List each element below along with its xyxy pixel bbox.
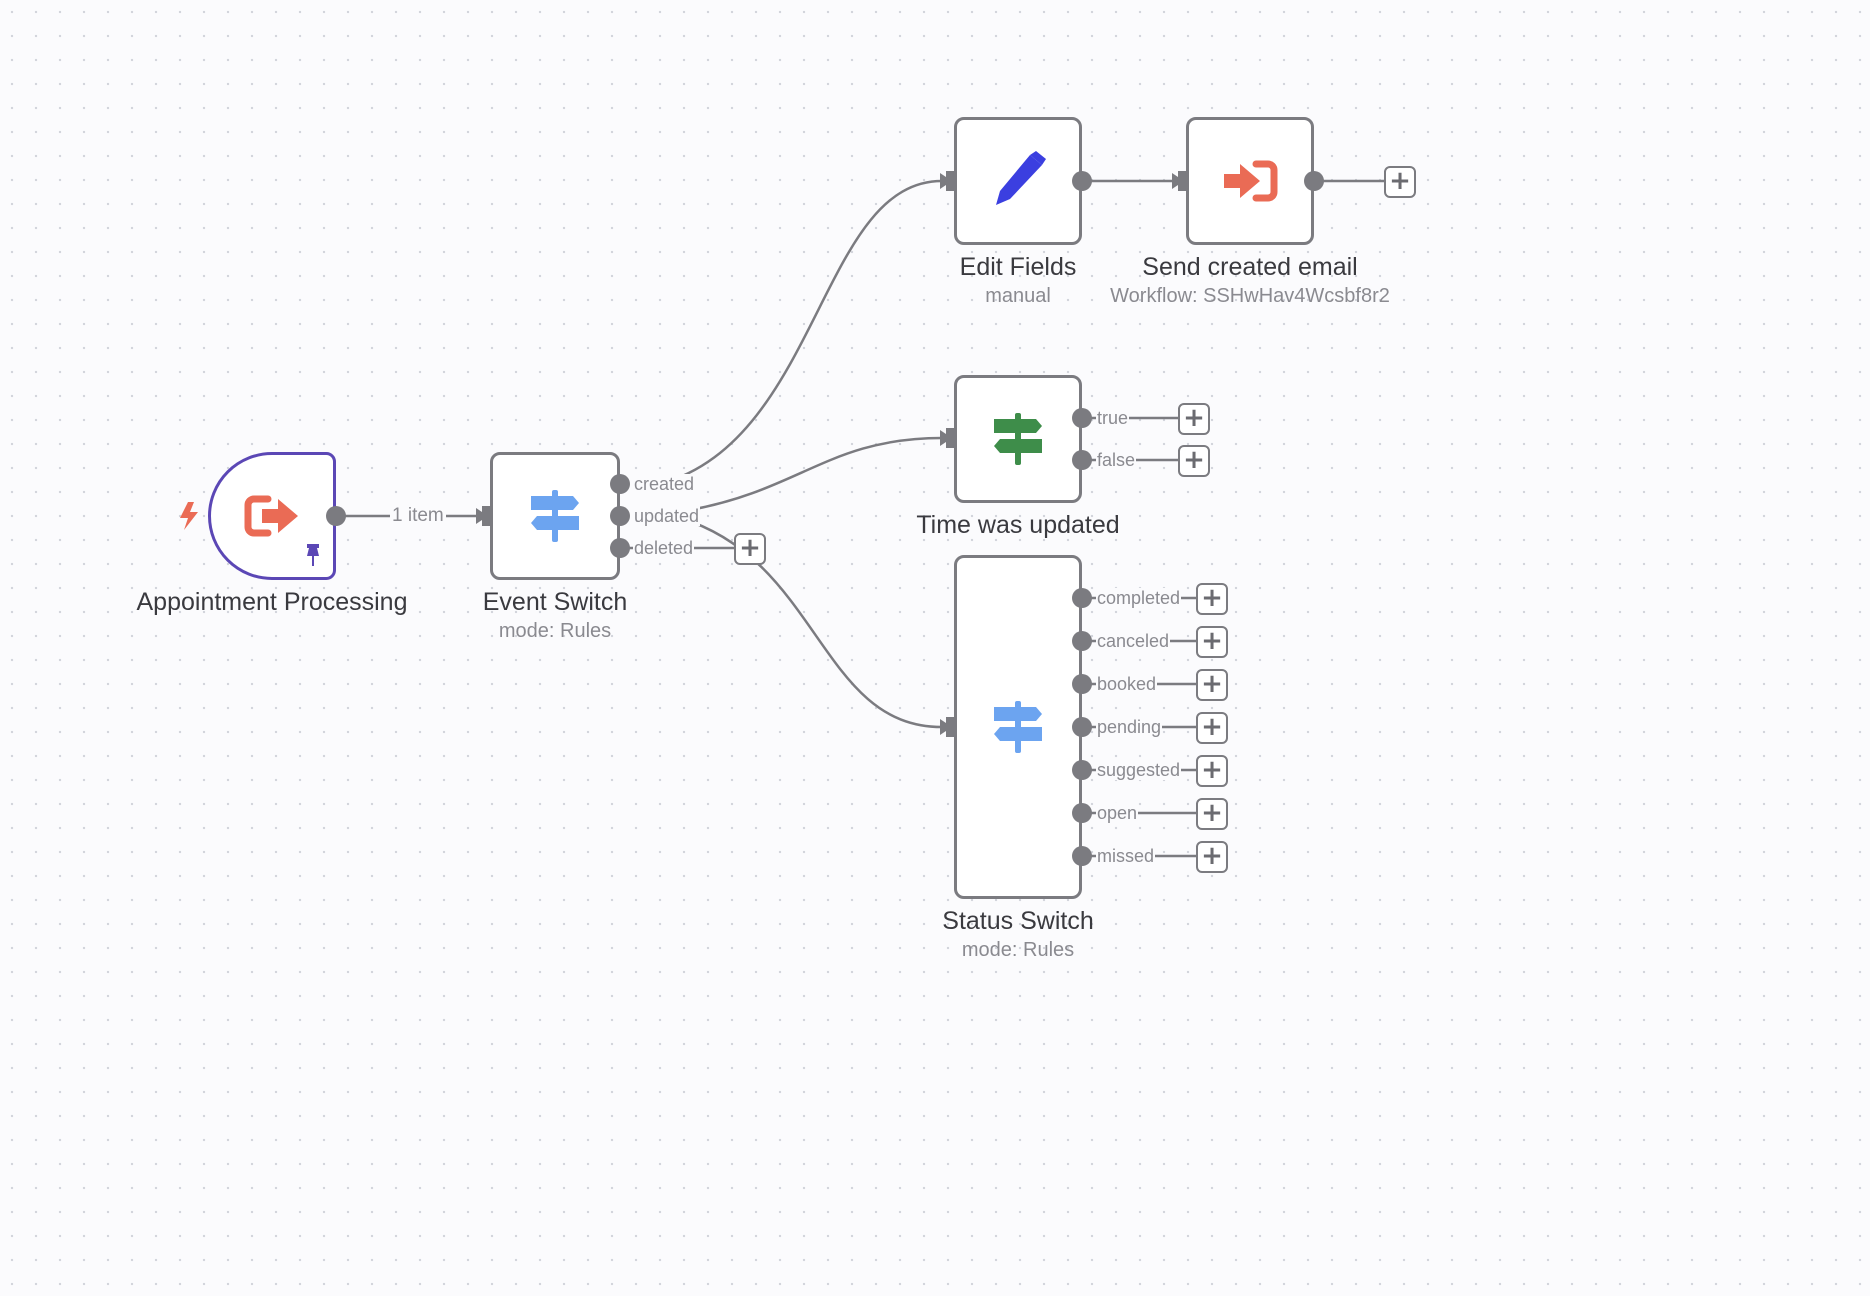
input-port[interactable] [482,506,494,526]
connection-updated-time [689,436,943,512]
output-label-booked: booked [1096,674,1158,694]
input-port[interactable] [1178,171,1190,191]
sign-out-icon [244,495,298,537]
connection-updated-status [679,516,943,729]
output-port-true[interactable] [1070,406,1094,430]
output-label-updated: updated [633,506,701,526]
lightning-icon [180,502,198,530]
signpost-icon [994,701,1042,753]
output-label-deleted: deleted [633,538,695,558]
node-edit-fields[interactable] [954,117,1082,245]
node-send-created-email[interactable] [1186,117,1314,245]
output-label-created: created [633,474,696,494]
output-port-deleted[interactable] [608,536,632,560]
add-node-button[interactable]: + [1178,403,1210,435]
output-label-completed: completed [1096,588,1182,608]
add-node-button[interactable]: + [1196,841,1228,873]
node-subtitle: manual [985,285,1051,307]
add-node-button[interactable]: + [1384,166,1416,198]
output-port-updated[interactable] [608,504,632,528]
input-port[interactable] [946,717,958,737]
output-label-pending: pending [1096,717,1163,737]
output-port-missed[interactable] [1070,844,1094,868]
output-port[interactable] [324,504,348,528]
output-port-false[interactable] [1070,448,1094,472]
output-label-true: true [1096,408,1130,428]
node-subtitle: mode: Rules [961,939,1075,961]
input-port[interactable] [946,171,958,191]
add-node-button[interactable]: + [1196,583,1228,615]
node-time-was-updated[interactable] [954,375,1082,503]
edge-item-count-label: 1 item [390,505,446,527]
node-title: Time was updated [916,511,1120,539]
pencil-icon [996,151,1046,205]
node-subtitle: Workflow: SSHwHav4Wcsbf8r2 [1110,285,1390,307]
connection-created-edit [659,179,943,486]
node-title: Status Switch [942,907,1094,935]
node-title: Edit Fields [959,253,1077,281]
add-node-button[interactable]: + [1178,445,1210,477]
output-port-canceled[interactable] [1070,629,1094,653]
add-node-button[interactable]: + [1196,669,1228,701]
signpost-icon [531,490,579,542]
output-label-false: false [1096,450,1137,470]
node-title: Event Switch [482,588,628,616]
add-node-button[interactable]: + [1196,798,1228,830]
output-port-created[interactable] [608,472,632,496]
node-status-switch[interactable] [954,555,1082,899]
node-title: Send created email [1142,253,1358,281]
output-label-missed: missed [1096,846,1156,866]
output-port[interactable] [1302,169,1326,193]
node-subtitle: mode: Rules [498,620,612,642]
add-node-button[interactable]: + [1196,626,1228,658]
output-label-open: open [1096,803,1139,823]
add-node-button[interactable]: + [1196,755,1228,787]
output-port[interactable] [1070,169,1094,193]
add-node-button[interactable]: + [734,533,766,565]
add-node-button[interactable]: + [1196,712,1228,744]
output-port-open[interactable] [1070,801,1094,825]
sign-in-icon [1224,160,1278,202]
signpost-icon [994,413,1042,465]
node-appointment-processing[interactable] [208,452,336,580]
output-port-booked[interactable] [1070,672,1094,696]
output-label-suggested: suggested [1096,760,1182,780]
node-event-switch[interactable] [490,452,620,580]
output-port-pending[interactable] [1070,715,1094,739]
output-port-suggested[interactable] [1070,758,1094,782]
input-port[interactable] [946,428,958,448]
output-label-canceled: canceled [1096,631,1171,651]
pin-icon[interactable] [303,543,323,567]
output-port-completed[interactable] [1070,586,1094,610]
node-title: Appointment Processing [136,588,408,616]
